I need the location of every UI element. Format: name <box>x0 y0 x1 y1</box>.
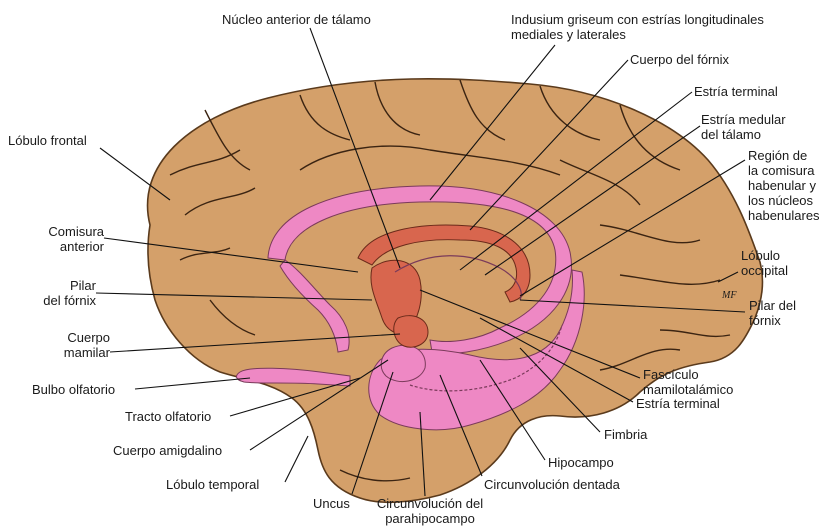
label-indusium-griseum: Indusium griseum con estrías longitudina… <box>511 12 764 42</box>
label-estria-medular: Estría medular del tálamo <box>701 112 786 142</box>
label-tracto-olfatorio: Tracto olfatorio <box>125 409 211 424</box>
label-pilar-fornix-right: Pilar del fórnix <box>749 298 796 328</box>
label-pilar-fornix-left: Pilar del fórnix <box>26 278 96 308</box>
label-fasciculo-mamilotalamico: Fascículo mamilotalámico <box>643 367 733 397</box>
label-estria-terminal-bottom: Estría terminal <box>636 396 720 411</box>
artist-signature: MF <box>722 288 736 303</box>
label-bulbo-olfatorio: Bulbo olfatorio <box>32 382 115 397</box>
label-lobulo-temporal: Lóbulo temporal <box>166 477 259 492</box>
label-circunvolucion-dentada: Circunvolución dentada <box>484 477 620 492</box>
label-region-comisura-habenular: Región de la comisura habenular y los nú… <box>748 148 820 223</box>
label-uncus: Uncus <box>313 496 350 511</box>
label-lobulo-occipital: Lóbulo occipital <box>741 248 788 278</box>
label-cuerpo-amigdalino: Cuerpo amigdalino <box>113 443 222 458</box>
label-fimbria: Fimbria <box>604 427 647 442</box>
mammillary-body <box>394 316 428 348</box>
uncus-amygdala <box>381 345 425 381</box>
label-lobulo-frontal: Lóbulo frontal <box>8 133 87 148</box>
label-cuerpo-fornix: Cuerpo del fórnix <box>630 52 729 67</box>
label-circunvolucion-parahipocampo: Circunvolución del parahipocampo <box>370 496 490 526</box>
label-nucleo-anterior: Núcleo anterior de tálamo <box>222 12 371 27</box>
brain-hemisphere <box>148 79 763 502</box>
label-hipocampo: Hipocampo <box>548 455 614 470</box>
label-cuerpo-mamilar: Cuerpo mamilar <box>40 330 110 360</box>
label-comisura-anterior: Comisura anterior <box>30 224 104 254</box>
label-estria-terminal-top: Estría terminal <box>694 84 778 99</box>
